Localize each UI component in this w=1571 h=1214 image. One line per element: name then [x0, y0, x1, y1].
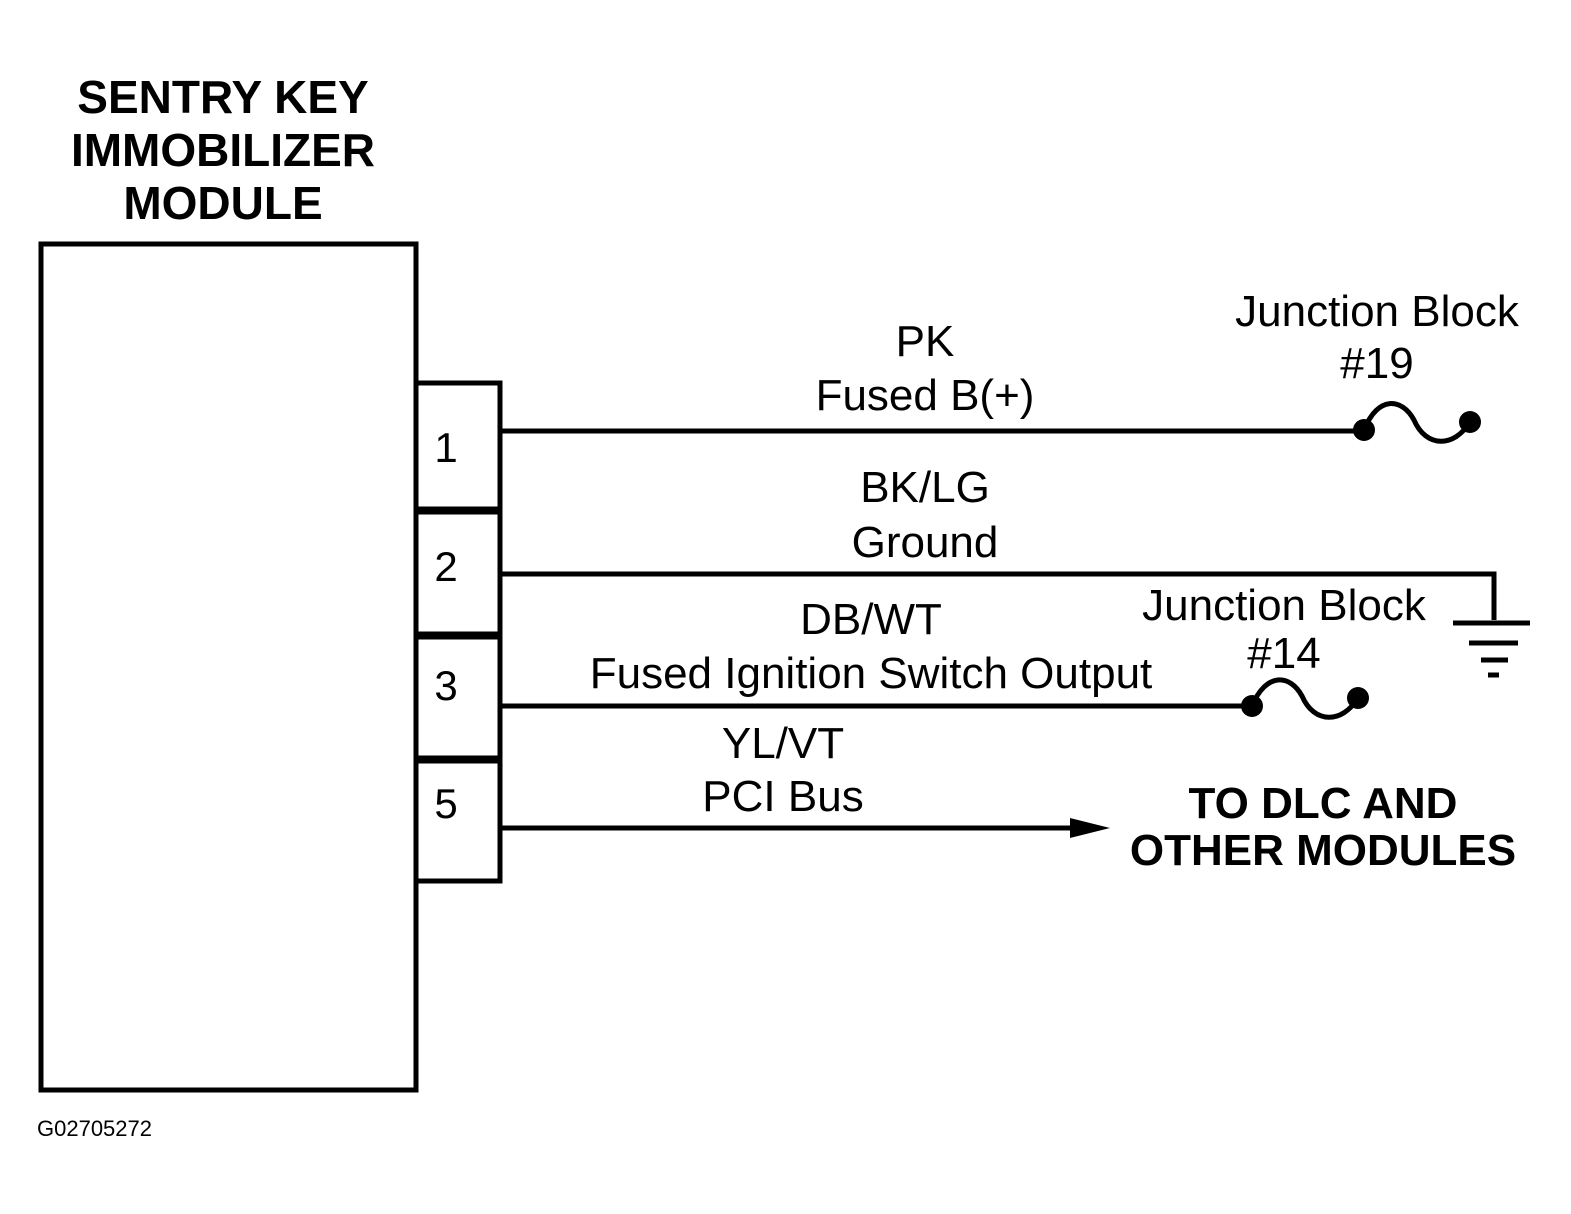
wire-1-color-code: PK — [896, 317, 955, 366]
pin-box-2 — [413, 509, 503, 637]
wire-2-description: Ground — [852, 518, 999, 567]
module-title-line-3: MODULE — [123, 177, 322, 229]
wire-pin-2 — [500, 571, 1497, 620]
junction-block-19-number: #19 — [1340, 339, 1413, 388]
wire-2-color-code: BK/LG — [860, 463, 990, 512]
destination-line-1: TO DLC AND — [1189, 779, 1458, 828]
pin-number-3: 3 — [434, 662, 457, 709]
pin-number-5: 5 — [434, 780, 457, 827]
module-title-line-1: SENTRY KEY — [77, 71, 368, 123]
module-title-line-2: IMMOBILIZER — [71, 124, 375, 176]
pin-number-1: 1 — [434, 424, 457, 471]
pin-box-3 — [413, 634, 503, 761]
wire-1-description: Fused B(+) — [816, 371, 1035, 420]
arrow-head-icon — [1070, 818, 1110, 838]
wire-5-description: PCI Bus — [702, 772, 863, 821]
pin-box-5 — [413, 758, 503, 884]
figure-id: G02705272 — [37, 1116, 152, 1141]
pin-number-2: 2 — [434, 543, 457, 590]
module-box — [38, 241, 419, 1093]
pin-box-1 — [413, 380, 503, 512]
junction-block-14-number: #14 — [1247, 629, 1320, 678]
wire-3-description: Fused Ignition Switch Output — [590, 649, 1153, 698]
junction-block-14-name: Junction Block — [1142, 581, 1427, 630]
connector — [413, 380, 503, 884]
junction-block-19-name: Junction Block — [1235, 287, 1520, 336]
wire-3-color-code: DB/WT — [800, 595, 942, 644]
fuse-19-icon — [1353, 401, 1481, 444]
ground-icon — [1453, 620, 1530, 678]
destination-line-2: OTHER MODULES — [1130, 826, 1516, 875]
wire-5-color-code: YL/VT — [722, 719, 844, 768]
fuse-14-icon — [1241, 677, 1369, 720]
